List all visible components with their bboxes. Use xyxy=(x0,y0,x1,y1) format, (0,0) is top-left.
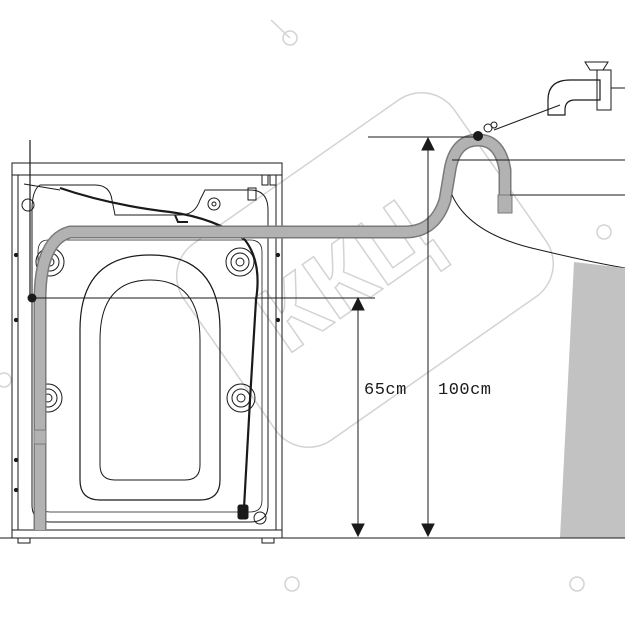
watermark-pin-bottom xyxy=(284,576,300,592)
cabinet-outline xyxy=(11,162,283,539)
foot-left xyxy=(17,537,31,544)
inlet-valve xyxy=(207,197,221,211)
tie-loop-1 xyxy=(483,123,493,133)
power-plug xyxy=(237,504,249,520)
power-cord xyxy=(59,186,259,509)
dimension-label-100: 100cm xyxy=(438,381,492,400)
faucet-handle xyxy=(584,61,609,71)
watermark-text: ККЦ xyxy=(238,178,453,373)
watermark-pin-right xyxy=(596,224,612,240)
dimension-label-65: 65cm xyxy=(364,381,407,400)
rear-panel-outline xyxy=(31,184,269,523)
hose-top-anchor xyxy=(473,131,483,141)
washing-machine xyxy=(11,162,283,544)
label-plate xyxy=(247,187,257,201)
top-clip-2 xyxy=(269,174,277,186)
dim-100-arrow-top xyxy=(421,136,435,151)
watermark-pin-line xyxy=(270,19,291,39)
rear-panel-inner xyxy=(37,239,263,513)
hose-clip-lower xyxy=(33,429,47,445)
drain-hose-body xyxy=(35,135,510,530)
faucet-spout xyxy=(547,79,601,116)
hose-bracket-top xyxy=(21,198,35,212)
cord-clip xyxy=(174,214,188,223)
dim-65-arrow-bottom xyxy=(351,523,365,538)
faucet-body xyxy=(596,69,612,111)
watermark-pin-top xyxy=(282,30,298,46)
drain-filter-cap xyxy=(253,511,267,525)
access-panel-outer xyxy=(79,254,221,501)
dimension-lines xyxy=(0,136,625,539)
top-clip-1 xyxy=(261,174,269,186)
watermark-pin-left xyxy=(0,372,12,388)
watermark-pin-bottom-right xyxy=(569,576,585,592)
sink-cabinet-shadow xyxy=(560,262,625,538)
foot-right xyxy=(261,537,275,544)
access-panel-inner xyxy=(99,279,201,481)
hose-end xyxy=(497,194,513,214)
tie-loop-2 xyxy=(490,121,498,129)
dim-65-arrow-top xyxy=(351,296,365,311)
bolt-top-right xyxy=(225,247,255,277)
hose-tie xyxy=(493,104,561,131)
sink-bowl-curve xyxy=(451,194,625,269)
watermark: ККЦ xyxy=(0,19,612,592)
side-screws xyxy=(13,252,281,493)
sink-assembly xyxy=(451,61,625,538)
dim-100-arrow-bottom xyxy=(421,523,435,538)
inlet-valve-core xyxy=(211,201,217,207)
